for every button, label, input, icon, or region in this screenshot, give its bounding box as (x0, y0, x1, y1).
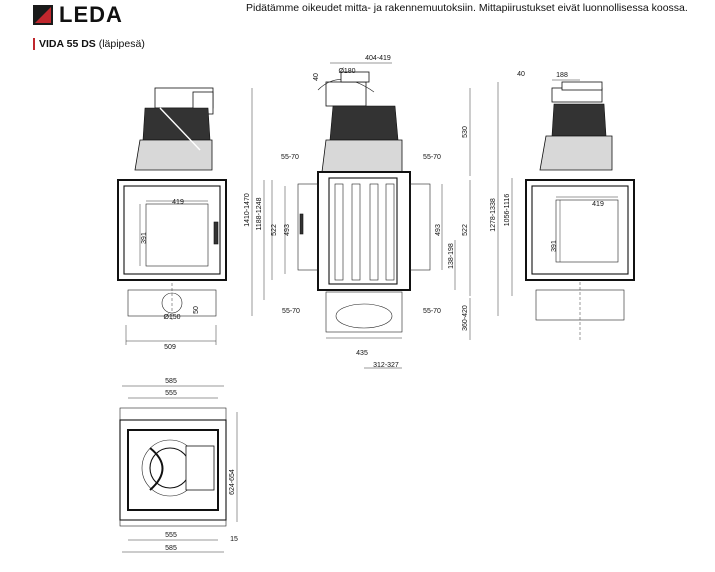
top-view: 585 555 624-654 555 585 15 (119, 378, 238, 553)
model-name: VIDA 55 DS (39, 38, 96, 50)
right-top-width-label: 188 (556, 72, 568, 79)
side-base-ellipse (335, 303, 393, 329)
right-flue-top (561, 81, 603, 91)
right-hood-lower (539, 135, 613, 171)
right-total-height-label: 1278-1338 (490, 198, 497, 232)
front-view: 419 391 Ø150 50 509 1410-1470 1188-1248 (117, 87, 265, 351)
top-view-outlet (185, 445, 215, 491)
disclaimer-notice: Pidätämme oikeudet mitta- ja rakennemuut… (246, 2, 688, 14)
side-left-upper-label: 55-70 (281, 154, 299, 161)
side-right-lower-label: 55-70 (423, 308, 441, 315)
top-view-inner-width-top-label: 555 (165, 390, 177, 397)
side-rib-4 (385, 183, 395, 281)
side-right-493-label: 493 (435, 224, 442, 236)
right-view: 40 188 419 391 1278-1338 1056-1116 (490, 71, 635, 340)
side-top-width-label: 404-419 (365, 55, 391, 62)
front-base-side-label: 50 (193, 306, 200, 314)
top-view-inner-width-bottom-label: 555 (165, 532, 177, 539)
front-hood-rib (159, 107, 201, 151)
front-hood-upper (142, 107, 211, 141)
front-glass (145, 203, 209, 267)
right-glass-width-label: 419 (592, 201, 604, 208)
side-hood-height-label: 530 (462, 126, 469, 138)
leda-logo: LEDA (33, 4, 123, 26)
front-outlet-diameter-label: Ø150 (163, 314, 180, 321)
side-offset-top-label: 40 (313, 73, 320, 81)
side-left-522-label: 522 (271, 224, 278, 236)
side-base-height-label: 360-420 (462, 305, 469, 331)
side-hood-upper (329, 105, 399, 141)
side-flue-collar (325, 81, 367, 107)
model-title: VIDA 55 DS (läpipesä) (33, 38, 145, 50)
front-hood-lower (134, 139, 213, 171)
side-base-offset-label: 312-327 (373, 362, 399, 369)
side-flue-top (340, 71, 370, 83)
side-firebox-body (317, 171, 411, 291)
side-door-left (297, 183, 319, 271)
front-total-height-label: 1410-1470 (244, 193, 251, 227)
front-firebox-height-label: 1188-1248 (256, 197, 263, 230)
model-variant: (läpipesä) (98, 38, 145, 50)
top-view-flue-curve (149, 447, 164, 491)
top-view-edge-label: 15 (230, 536, 238, 543)
top-view-outer-width-top-label: 585 (165, 378, 177, 385)
side-base-width-label: 435 (356, 350, 368, 357)
top-view-bottom-flange (119, 519, 227, 527)
front-door-handle (213, 221, 219, 245)
side-right-upper-label: 55-70 (423, 154, 441, 161)
side-left-493-label: 493 (284, 224, 291, 236)
top-view-top-flange (119, 407, 227, 421)
side-rib-1 (334, 183, 344, 281)
top-view-firebox (127, 429, 219, 511)
front-total-width-label: 509 (164, 344, 176, 351)
front-glass-width-label: 419 (172, 199, 184, 206)
right-firebox-inner (531, 185, 629, 275)
right-firebox-height-label: 1056-1116 (504, 194, 511, 227)
right-glass-height-label: 391 (551, 240, 558, 252)
side-door-handle (299, 213, 304, 235)
brand-name: LEDA (59, 2, 123, 27)
side-left-lower-label: 55-70 (282, 308, 300, 315)
right-offset-top-label: 40 (517, 71, 525, 78)
side-138-198-label: 138-198 (448, 243, 455, 269)
leda-logo-mark-icon (33, 5, 53, 25)
front-firebox-frame (117, 179, 227, 281)
top-view-outer-width-bottom-label: 585 (165, 545, 177, 552)
side-base (325, 291, 403, 333)
side-door-right (409, 183, 431, 271)
right-hood-upper (551, 103, 607, 137)
front-firebox-inner (123, 185, 221, 275)
top-view-depth-label: 624-654 (229, 469, 236, 495)
side-rib-2 (351, 183, 361, 281)
side-firebox-core (328, 177, 398, 285)
side-hood-lower (321, 139, 403, 173)
side-flue-diameter-label: Ø180 (338, 68, 355, 75)
right-firebox-frame (525, 179, 635, 281)
side-rib-3 (369, 183, 379, 281)
right-glass (555, 199, 619, 263)
side-view: 40 Ø180 404-419 530 55-70 55-70 522 493 … (271, 55, 471, 369)
front-glass-height-label: 391 (141, 232, 148, 244)
side-right-522-label: 522 (462, 224, 469, 236)
